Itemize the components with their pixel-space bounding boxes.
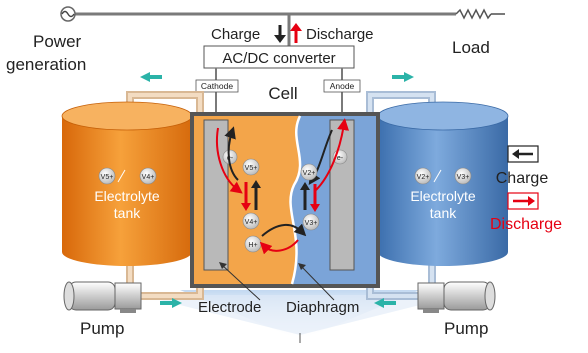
load-resistor-icon <box>455 8 492 20</box>
svg-text:V2+: V2+ <box>303 170 316 177</box>
svg-text:V4+: V4+ <box>142 174 155 181</box>
right-tank-label: Electrolyte <box>410 188 476 204</box>
cathode-ion-arrows <box>241 180 261 211</box>
legend-charge-arrow-icon <box>507 145 539 163</box>
charge-label: Charge <box>211 26 260 43</box>
pump-right-label: Pump <box>444 319 488 338</box>
cathode-discharge-curve <box>216 127 243 194</box>
electrode-label: Electrode <box>198 299 261 316</box>
diaphragm-pointer-head <box>298 263 306 270</box>
tank-left-ions: V5+ V4+ <box>98 167 157 185</box>
cell-label: Cell <box>268 84 297 103</box>
cell-ion-h: H+ <box>244 235 262 253</box>
svg-text:V5+: V5+ <box>245 165 258 172</box>
discharge-arrow-icon <box>290 23 302 43</box>
load-label: Load <box>452 38 490 57</box>
flow-arrow-icon-top-left <box>140 72 162 82</box>
svg-text:e-: e- <box>227 155 234 162</box>
discharge-label: Discharge <box>306 26 374 43</box>
ac-dc-converter-label: AC/DC converter <box>222 50 335 67</box>
svg-text:V5+: V5+ <box>101 174 114 181</box>
electrode-pointer <box>221 264 261 301</box>
cell-ion-v4: V4+ <box>242 212 260 230</box>
svg-text:V3+: V3+ <box>305 220 318 227</box>
right-tank-label-2: tank <box>430 205 457 221</box>
flow-arrow-icon-bottom-right <box>374 298 396 308</box>
power-line <box>72 12 505 46</box>
anode-electrode <box>329 119 355 271</box>
charge-arrow-icon <box>274 25 286 43</box>
diaphragm-pointer <box>300 265 335 301</box>
negative-electrolyte-tank <box>377 101 509 266</box>
tank-right-ions: V2+ V3+ <box>414 167 472 185</box>
pump-icon-right <box>417 281 496 313</box>
ac-dc-converter-box <box>203 45 355 69</box>
electrode-pointer-head <box>219 262 227 269</box>
cell-ion-v3: V3+ <box>302 213 320 231</box>
flow-arrow-icon-top-right <box>392 72 414 82</box>
svg-text:e-: e- <box>337 155 344 162</box>
cathode-label: Cathode <box>201 81 233 91</box>
diaphragm-label: Diaphragm <box>286 299 359 316</box>
proton-charge-arrow <box>261 223 307 237</box>
proton-discharge-arrow <box>259 239 299 255</box>
flow-arrow-icon-bottom-left <box>160 298 182 308</box>
anode-tag <box>323 79 361 93</box>
anode-label: Anode <box>330 81 355 91</box>
legend-discharge-arrow-icon <box>507 192 539 210</box>
cathode-charge-curve <box>224 126 239 181</box>
cathode-electrode <box>203 119 229 271</box>
left-tank-label: Electrolyte <box>94 188 160 204</box>
positive-electrolyte-tank <box>61 101 193 266</box>
anode-ion-arrows <box>300 182 320 212</box>
power-generation-label-2: generation <box>6 55 86 74</box>
cell-ion-v5: V5+ <box>242 158 260 176</box>
svg-text:V4+: V4+ <box>245 219 258 226</box>
electron-left: e- <box>222 149 238 165</box>
cathode-tag <box>195 79 239 93</box>
svg-text:H+: H+ <box>248 242 257 249</box>
anode-discharge-curve <box>315 118 350 191</box>
legend-discharge-label: Discharge <box>490 216 562 233</box>
left-tank-label-2: tank <box>114 205 141 221</box>
pump-icon-left <box>63 281 142 313</box>
power-generation-label: Power <box>33 32 82 51</box>
svg-text:V3+: V3+ <box>457 174 470 181</box>
pump-left-label: Pump <box>80 319 124 338</box>
legend-charge-label: Charge <box>496 170 549 187</box>
svg-text:V2+: V2+ <box>417 174 430 181</box>
ac-source-icon <box>60 6 76 22</box>
cell-ion-v2: V2+ <box>300 163 318 181</box>
